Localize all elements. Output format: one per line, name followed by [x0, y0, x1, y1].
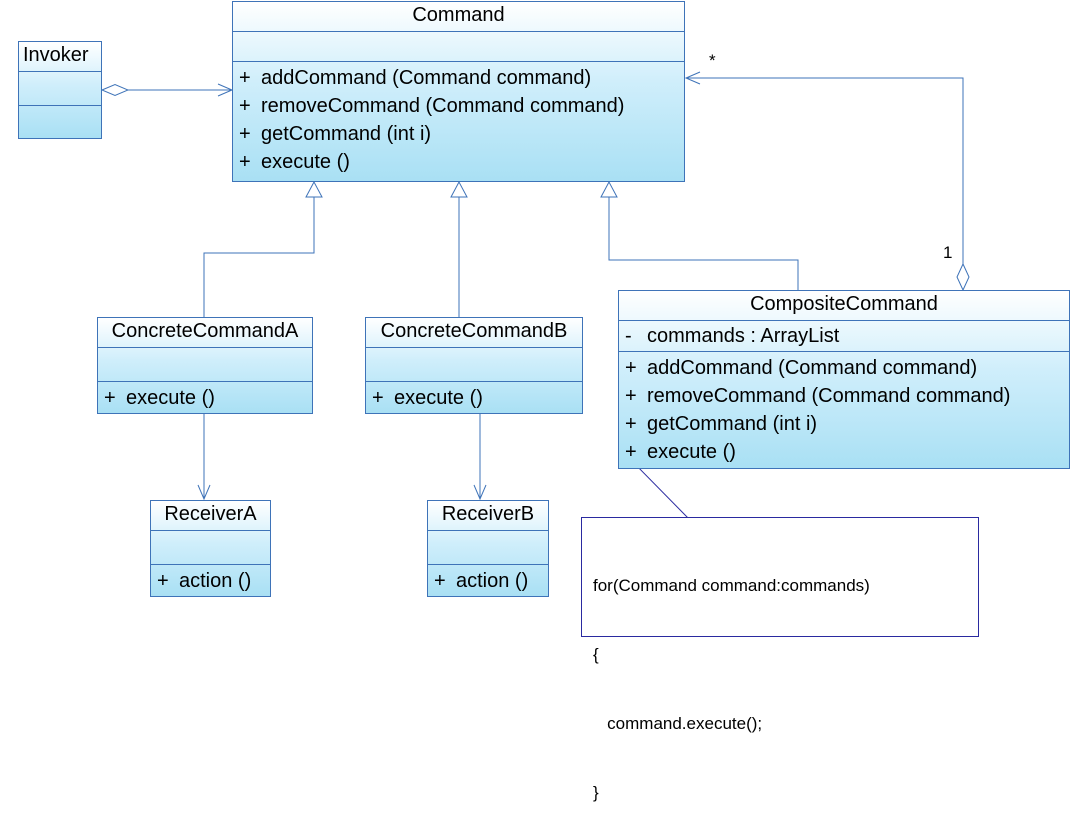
dependency-a-arrowhead	[197, 484, 211, 501]
attributes-compartment	[428, 531, 548, 565]
multiplicity-star: *	[709, 51, 716, 70]
class-name: ReceiverB	[428, 501, 548, 531]
operation: +execute ()	[239, 151, 350, 173]
multiplicity-one: 1	[943, 243, 953, 262]
operation: +addCommand (Command command)	[239, 67, 592, 89]
generalization-a-line	[203, 197, 315, 317]
dependency-b-arrowhead	[473, 484, 487, 501]
class-name: CompositeCommand	[619, 291, 1069, 321]
composite-aggregation-diamond	[956, 262, 970, 292]
operation: +removeCommand (Command command)	[239, 95, 625, 117]
class-concrete-command-a[interactable]: ConcreteCommandA +execute ()	[97, 317, 313, 414]
operation: +addCommand (Command command)	[625, 357, 978, 379]
class-composite-command[interactable]: CompositeCommand -commands : ArrayList +…	[618, 290, 1070, 469]
generalization-composite-line	[608, 197, 799, 290]
class-receiver-b[interactable]: ReceiverB +action ()	[427, 500, 549, 597]
note-line: }	[593, 783, 599, 802]
class-name: ConcreteCommandB	[366, 318, 582, 348]
operation: +execute ()	[104, 387, 215, 409]
attributes-compartment: -commands : ArrayList	[619, 321, 1069, 352]
attributes-compartment	[151, 531, 270, 565]
class-name: Invoker	[19, 42, 101, 72]
attributes-compartment	[19, 72, 101, 106]
note-line: {	[593, 645, 599, 664]
class-name: ConcreteCommandA	[98, 318, 312, 348]
invoker-aggregation-diamond	[100, 83, 130, 97]
operation: +getCommand (int i)	[625, 413, 818, 435]
attributes-compartment	[366, 348, 582, 382]
class-command[interactable]: Command +addCommand (Command command) +r…	[232, 1, 685, 182]
class-name: Command	[233, 2, 684, 32]
generalization-a-triangle	[305, 180, 323, 198]
operations-compartment: +execute ()	[366, 382, 582, 415]
operations-compartment: +execute ()	[98, 382, 312, 415]
operations-compartment: +addCommand (Command command) +removeCom…	[619, 352, 1069, 469]
relationship-lines	[100, 71, 979, 530]
class-receiver-a[interactable]: ReceiverA +action ()	[150, 500, 271, 597]
operations-compartment: +action ()	[428, 565, 548, 598]
operation: +action ()	[157, 570, 252, 592]
class-name: ReceiverA	[151, 501, 270, 531]
class-concrete-command-b[interactable]: ConcreteCommandB +execute ()	[365, 317, 583, 414]
operation: +removeCommand (Command command)	[625, 385, 1011, 407]
composite-to-command-arrowhead	[684, 71, 701, 85]
note-line: command.execute();	[593, 714, 763, 733]
generalization-b-triangle	[450, 180, 468, 198]
operation: +execute ()	[625, 441, 736, 463]
generalization-composite-triangle	[600, 180, 618, 198]
operation: +action ()	[434, 570, 529, 592]
attributes-compartment	[98, 348, 312, 382]
operations-compartment	[19, 106, 101, 138]
code-note[interactable]: for(Command command:commands) { command.…	[581, 517, 979, 802]
attribute: -commands : ArrayList	[625, 325, 840, 347]
operations-compartment: +addCommand (Command command) +removeCom…	[233, 62, 684, 179]
operation: +execute ()	[372, 387, 483, 409]
operation: +getCommand (int i)	[239, 123, 432, 145]
composite-to-command-line	[686, 77, 964, 264]
operations-compartment: +action ()	[151, 565, 270, 598]
attributes-compartment	[233, 32, 684, 62]
note-line: for(Command command:commands)	[593, 576, 870, 595]
class-invoker[interactable]: Invoker	[18, 41, 102, 139]
note-link-line	[629, 458, 691, 521]
